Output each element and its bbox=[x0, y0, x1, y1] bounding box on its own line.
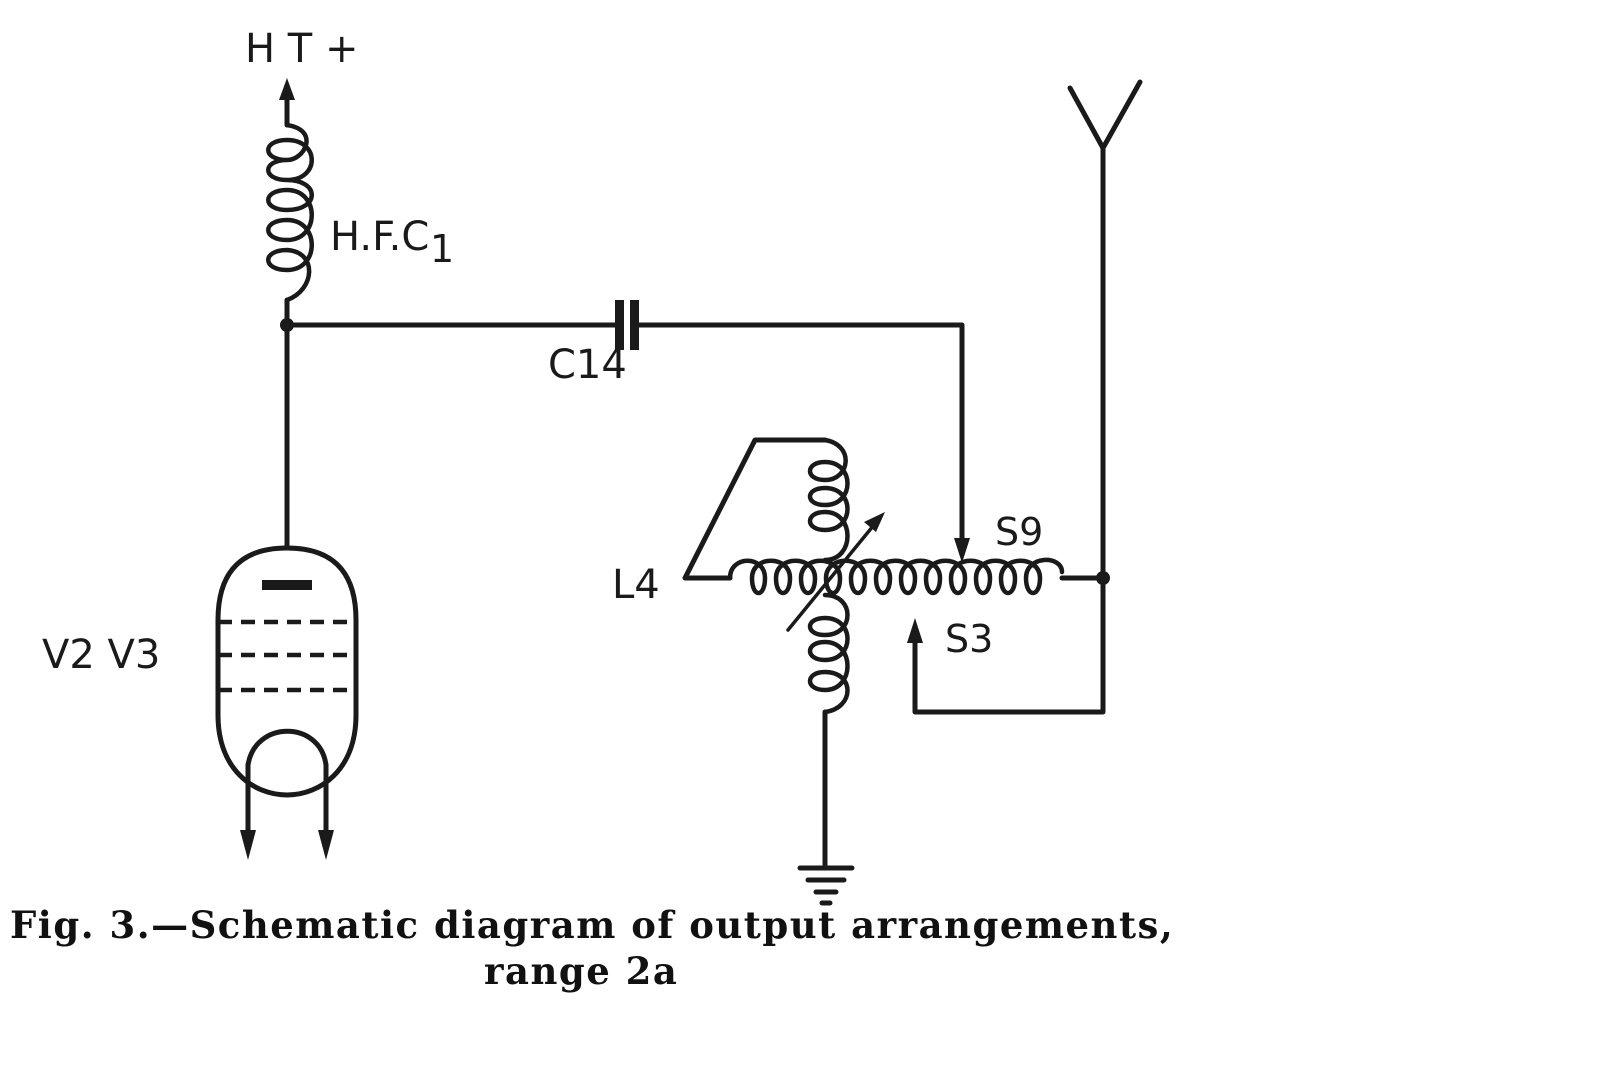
coil-l4-assembly bbox=[682, 437, 1106, 868]
capacitor-c14 bbox=[615, 300, 639, 350]
label-hfc: H.F.C bbox=[330, 214, 429, 260]
s9-tap-arrow bbox=[954, 538, 970, 563]
label-s3: S3 bbox=[945, 617, 993, 661]
label-hfc-sub: 1 bbox=[430, 227, 454, 271]
label-ht-plus: H T + bbox=[245, 26, 358, 72]
caption-line-2: range 2a bbox=[484, 949, 679, 993]
ground-symbol bbox=[797, 865, 855, 906]
label-valve: V2 V3 bbox=[42, 632, 160, 678]
label-s9: S9 bbox=[995, 510, 1043, 554]
label-l4: L4 bbox=[612, 562, 660, 608]
hfc-choke-coil bbox=[266, 122, 314, 303]
wire-c14-to-s9 bbox=[636, 322, 965, 543]
ht-supply-arrow bbox=[279, 78, 295, 128]
caption-line-1: Fig. 3.—Schematic diagram of output arra… bbox=[10, 903, 1175, 947]
antenna bbox=[1067, 79, 1143, 581]
label-c14: C14 bbox=[548, 342, 627, 388]
s3-tap bbox=[907, 575, 1106, 715]
valve-v2-v3 bbox=[215, 545, 359, 860]
